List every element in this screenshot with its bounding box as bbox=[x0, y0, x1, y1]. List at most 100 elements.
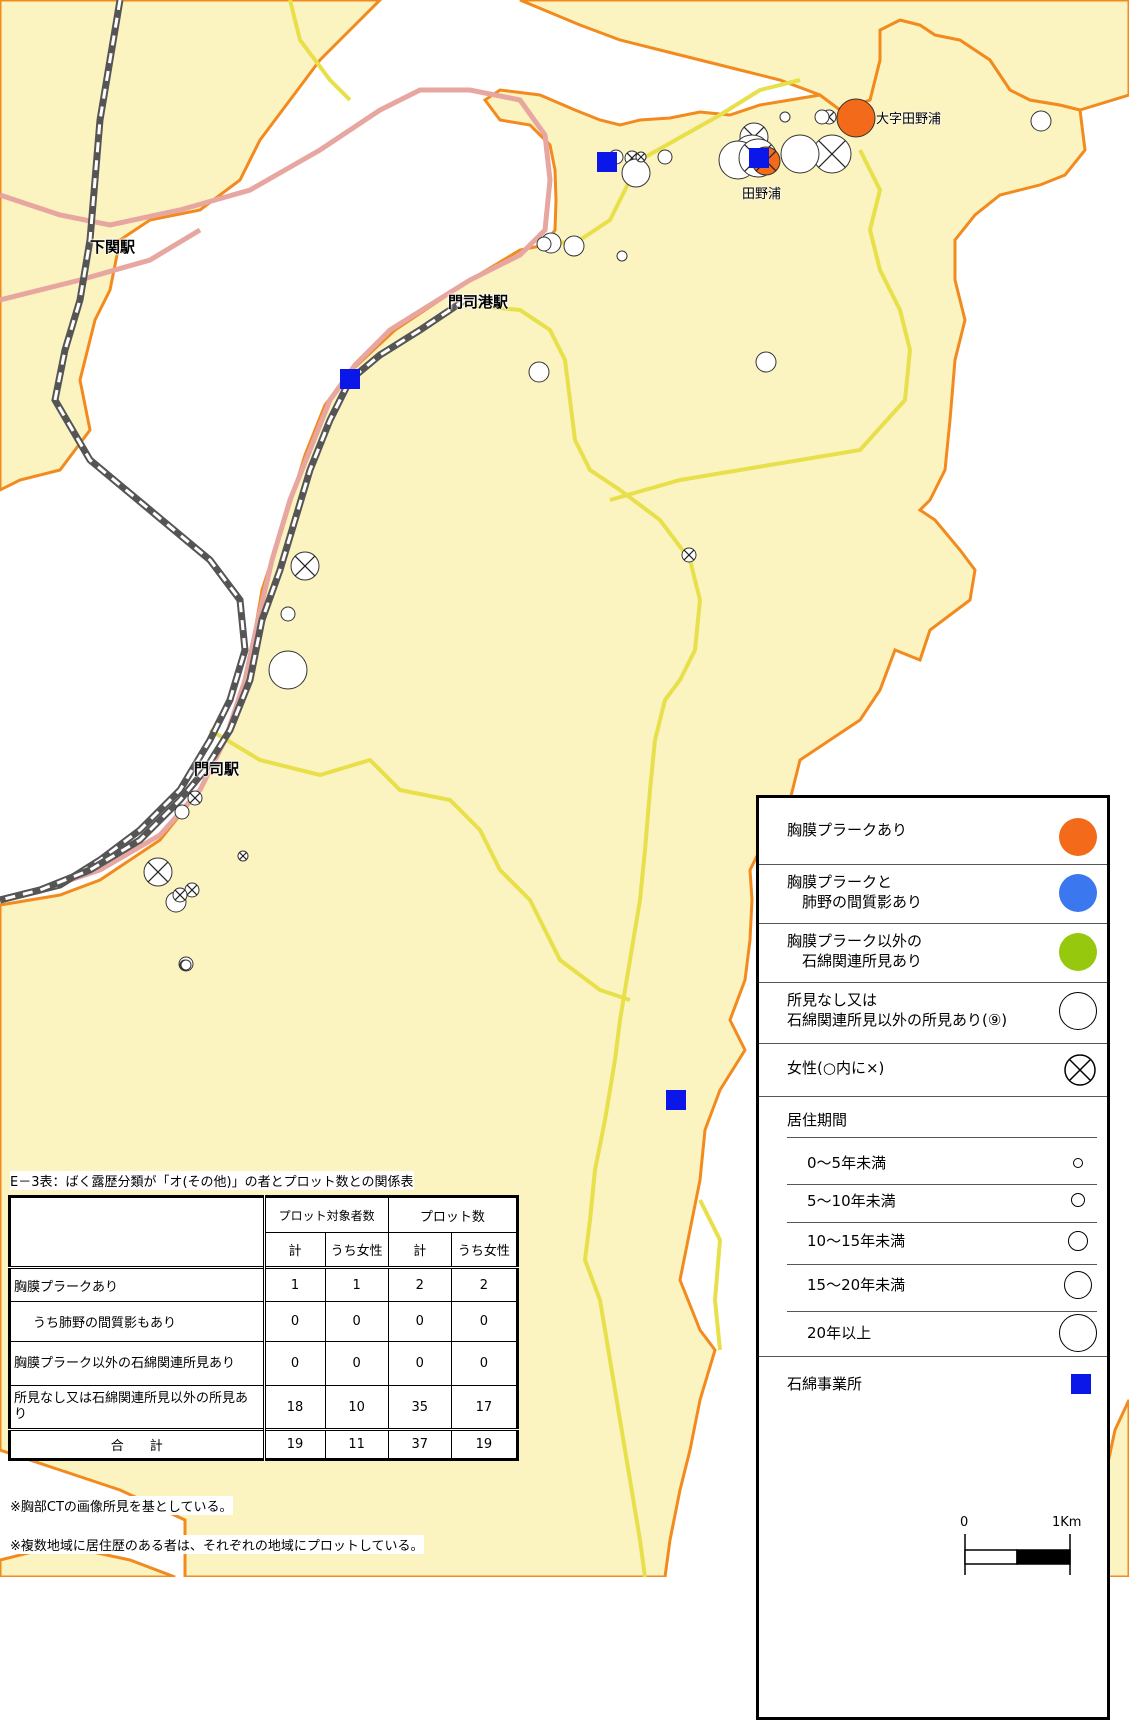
legend-residence-15-20: 15～20年未満 bbox=[807, 1276, 906, 1294]
station-label-moji: 門司駅 bbox=[194, 760, 240, 778]
plot-marker-icon bbox=[280, 606, 296, 622]
legend-size-4-icon bbox=[1059, 1314, 1097, 1352]
table-group-header: プロット数 bbox=[387, 1196, 519, 1233]
table-cell: 10 bbox=[324, 1385, 389, 1430]
table-row: 胸膜プラークあり 1 1 2 2 bbox=[9, 1267, 519, 1302]
table-cell: 0 bbox=[450, 1301, 519, 1342]
legend-label-plaque: 胸膜プラークあり bbox=[787, 821, 908, 839]
table-title: E－3表：ばく露歴分類が「オ(その他)」の者とプロット数との関係表 bbox=[10, 1171, 414, 1190]
table-note-1: ※胸部CTの画像所見を基としている。 bbox=[10, 1496, 233, 1515]
table-cell: 37 bbox=[387, 1429, 452, 1460]
table-sub-header: 計 bbox=[262, 1232, 326, 1268]
plot-marker-icon bbox=[536, 236, 552, 252]
plot-marker-icon bbox=[180, 959, 192, 971]
legend-size-1-icon bbox=[1071, 1193, 1085, 1207]
table-row-label-text: うち肺野の間質影もあり bbox=[33, 1316, 177, 1331]
table-cell: 0 bbox=[387, 1341, 452, 1386]
plot-marker-icon bbox=[616, 250, 628, 262]
plot-marker-icon bbox=[836, 98, 876, 138]
table-sub-header: うち女性 bbox=[324, 1232, 389, 1268]
legend-residence-10-15: 10～15年未満 bbox=[807, 1232, 906, 1250]
legend-label-plaque-interstitial: 胸膜プラークと 肺野の間質影あり bbox=[787, 873, 923, 911]
table-cell: 1 bbox=[262, 1267, 326, 1302]
land-north bbox=[519, 0, 1129, 112]
legend-symbol-plaque bbox=[1059, 818, 1097, 856]
scale-bar: 0 1Km bbox=[950, 1515, 1100, 1575]
female-marker-icon bbox=[635, 151, 647, 163]
workplace-marker-icon bbox=[340, 369, 360, 389]
table-cell: 19 bbox=[450, 1429, 519, 1460]
legend-workplace-icon bbox=[1071, 1374, 1091, 1394]
legend-label-no-finding: 所見なし又は 石綿関連所見以外の所見あり(⑨) bbox=[787, 991, 1008, 1029]
legend-label-other-asbestos: 胸膜プラーク以外の 石綿関連所見あり bbox=[787, 932, 923, 970]
place-label-tanoura: 田野浦 bbox=[742, 187, 782, 202]
female-marker-icon bbox=[172, 887, 188, 903]
table-row-label: 胸膜プラークあり bbox=[9, 1267, 265, 1302]
legend-symbol-no-finding bbox=[1059, 992, 1097, 1030]
legend-residence-5-10: 5～10年未満 bbox=[807, 1192, 896, 1210]
plot-marker-icon bbox=[563, 235, 585, 257]
plot-marker-icon bbox=[174, 804, 190, 820]
plot-marker-icon bbox=[657, 149, 673, 165]
table-cell: 11 bbox=[324, 1429, 389, 1460]
female-icon bbox=[1064, 1054, 1096, 1086]
plot-marker-icon bbox=[1030, 110, 1052, 132]
legend-label-workplace: 石綿事業所 bbox=[787, 1375, 863, 1393]
female-marker-icon bbox=[681, 547, 697, 563]
table-corner bbox=[9, 1196, 265, 1268]
table-row: 胸膜プラーク以外の石綿関連所見あり 0 0 0 0 bbox=[9, 1341, 519, 1386]
table-sub-header: うち女性 bbox=[450, 1232, 519, 1268]
legend-symbol-other-asbestos bbox=[1059, 933, 1097, 971]
legend-size-2-icon bbox=[1068, 1231, 1088, 1251]
table-cell: 17 bbox=[450, 1385, 519, 1430]
plot-marker-icon bbox=[780, 134, 820, 174]
summary-table: プロット対象者数 プロット数 計 うち女性 計 うち女性 胸膜プラークあり 1 … bbox=[8, 1195, 519, 1461]
table-row: 所見なし又は石綿関連所見以外の所見あり 18 10 35 17 bbox=[9, 1385, 519, 1430]
legend-size-0-icon bbox=[1073, 1158, 1083, 1168]
table-row-label: 合 計 bbox=[9, 1429, 265, 1460]
table-cell: 0 bbox=[262, 1341, 326, 1386]
legend-symbol-plaque-interstitial bbox=[1059, 874, 1097, 912]
road-major-2 bbox=[0, 227, 202, 303]
plot-markers bbox=[143, 98, 1052, 972]
station-label-shimonoseki: 下関駅 bbox=[90, 238, 136, 256]
female-marker-icon bbox=[184, 882, 200, 898]
table-cell: 35 bbox=[387, 1385, 452, 1430]
legend-residence-title: 居住期間 bbox=[787, 1111, 848, 1129]
female-marker-icon bbox=[290, 551, 320, 581]
asbestos-workplaces bbox=[340, 148, 769, 1110]
land-shimonoseki bbox=[0, 0, 383, 492]
legend-residence-0-5: 0～5年未満 bbox=[807, 1154, 887, 1172]
table-cell: 18 bbox=[262, 1385, 326, 1430]
table-note-2: ※複数地域に居住歴のある者は、それぞれの地域にプロットしている。 bbox=[10, 1535, 424, 1554]
plot-marker-icon bbox=[755, 351, 777, 373]
place-label-oaza-tanoura: 大字田野浦 bbox=[876, 112, 942, 127]
table-cell: 2 bbox=[450, 1267, 519, 1302]
table-row-label: 胸膜プラーク以外の石綿関連所見あり bbox=[9, 1341, 265, 1386]
station-label-mojiko: 門司港駅 bbox=[448, 293, 509, 311]
workplace-marker-icon bbox=[749, 148, 769, 168]
plot-marker-icon bbox=[779, 111, 791, 123]
table-cell: 0 bbox=[262, 1301, 326, 1342]
legend-residence-20-plus: 20年以上 bbox=[807, 1324, 872, 1342]
table-row-label: 所見なし又は石綿関連所見以外の所見あり bbox=[9, 1385, 265, 1430]
table-cell: 19 bbox=[262, 1429, 326, 1460]
legend-label-female: 女性(○内に×) bbox=[787, 1059, 885, 1077]
table-total-row: 合 計 19 11 37 19 bbox=[9, 1429, 519, 1460]
workplace-marker-icon bbox=[666, 1090, 686, 1110]
plot-marker-icon bbox=[528, 361, 550, 383]
plot-marker-icon bbox=[814, 109, 830, 125]
table-row-label: うち肺野の間質影もあり bbox=[8, 1301, 265, 1342]
table-cell: 1 bbox=[324, 1267, 389, 1302]
table-cell: 0 bbox=[324, 1301, 389, 1342]
legend: 胸膜プラークあり 胸膜プラークと 肺野の間質影あり 胸膜プラーク以外の 石綿関連… bbox=[756, 795, 1110, 1720]
scale-distance: 1Km bbox=[1052, 1515, 1082, 1530]
table-cell: 0 bbox=[450, 1341, 519, 1386]
workplace-marker-icon bbox=[597, 152, 617, 172]
legend-size-3-icon bbox=[1064, 1271, 1092, 1299]
table-sub-header: 計 bbox=[387, 1232, 452, 1268]
scale-zero: 0 bbox=[960, 1515, 969, 1530]
table-cell: 0 bbox=[387, 1301, 452, 1342]
plot-marker-icon bbox=[268, 650, 308, 690]
female-marker-icon bbox=[143, 857, 173, 887]
